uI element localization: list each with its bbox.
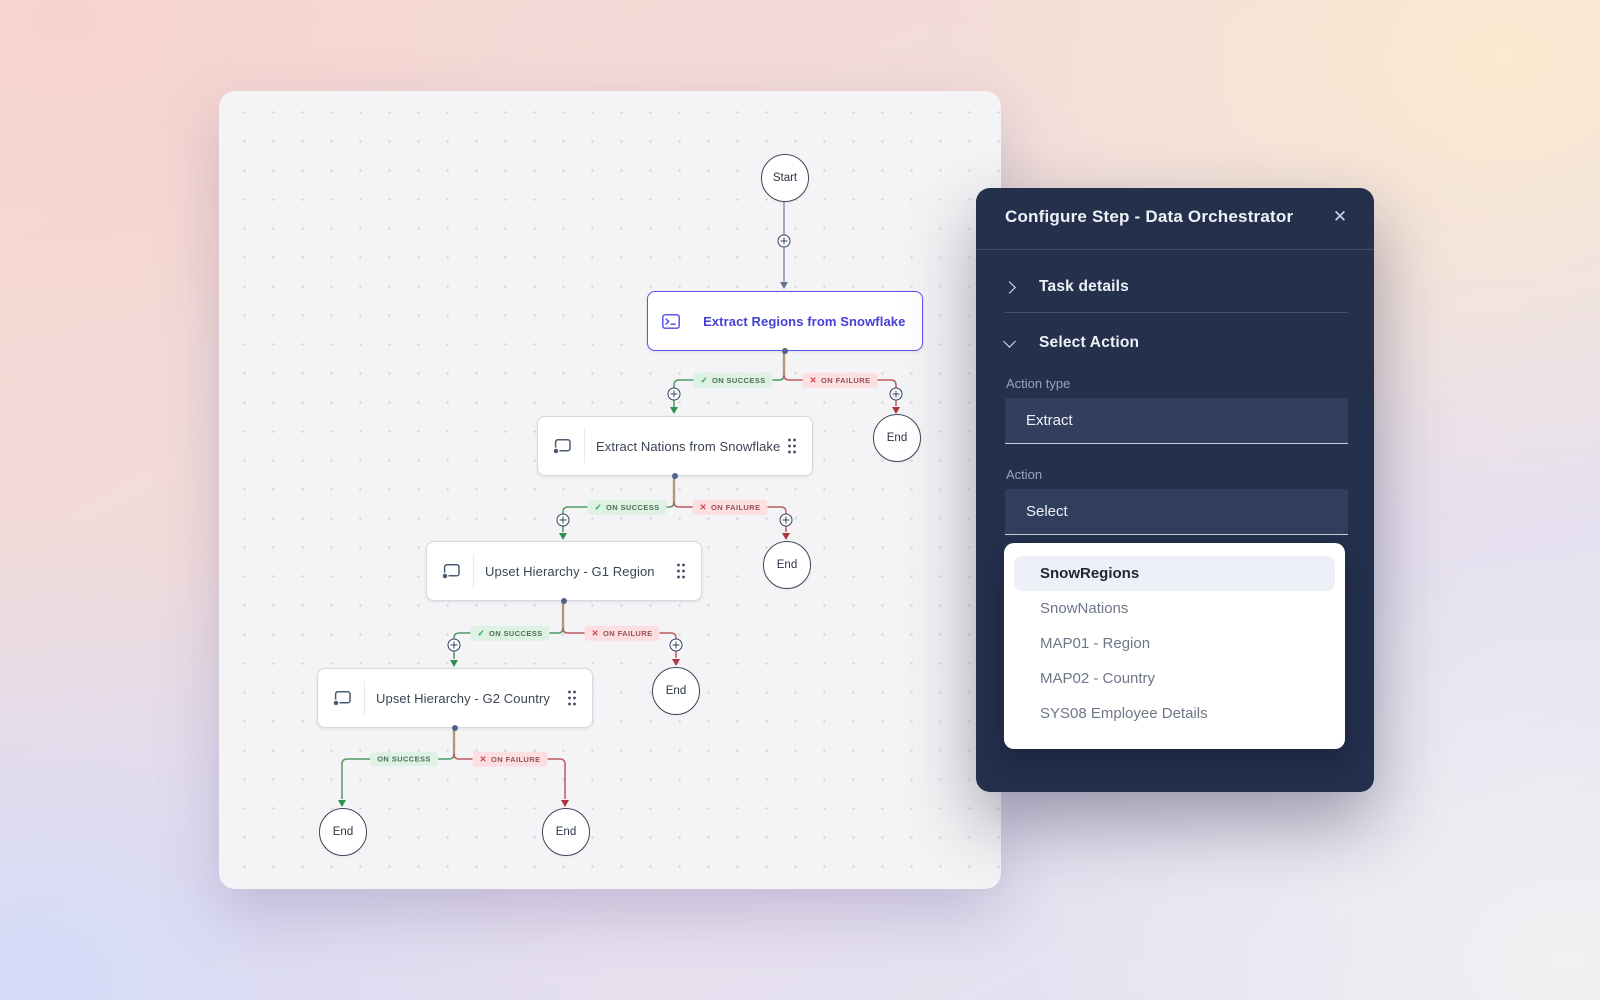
on-failure-label: ✕ ON FAILURE: [802, 372, 878, 388]
section-label: Select Action: [1039, 334, 1140, 351]
action-select[interactable]: Select: [1005, 489, 1348, 535]
workflow-node-upset-g2[interactable]: Upset Hierarchy - G2 Country: [317, 668, 593, 728]
task-icon: [441, 563, 461, 580]
drag-handle-icon[interactable]: [567, 689, 576, 707]
close-icon[interactable]: ✕: [1332, 207, 1348, 226]
action-value: Select: [1026, 503, 1068, 520]
chevron-down-icon: [1003, 334, 1016, 348]
on-failure-label: ✕ ON FAILURE: [472, 751, 548, 767]
end-node[interactable]: End: [652, 667, 700, 715]
on-failure-label: ✕ ON FAILURE: [584, 625, 660, 641]
on-success-label: ON SUCCESS: [370, 752, 438, 766]
panel-title: Configure Step - Data Orchestrator: [1005, 207, 1294, 226]
workflow-node-extract-regions[interactable]: Extract Regions from Snowflake: [647, 291, 923, 351]
dropdown-item-sys08-employee-details[interactable]: SYS08 Employee Details: [1040, 705, 1208, 722]
node-divider: [584, 429, 585, 463]
dropdown-item-map02-country[interactable]: MAP02 - Country: [1040, 670, 1156, 687]
chevron-right-icon: [1003, 280, 1016, 294]
action-type-value: Extract: [1026, 412, 1073, 429]
action-dropdown: SnowRegions SnowNations MAP01 - Region M…: [1004, 543, 1345, 749]
drag-handle-icon[interactable]: [905, 312, 906, 330]
dropdown-item-snowregions[interactable]: SnowRegions: [1014, 556, 1335, 591]
end-node[interactable]: End: [319, 808, 367, 856]
end-node-label: End: [665, 685, 687, 697]
node-label: Extract Regions from Snowflake: [703, 313, 906, 329]
end-node-label: End: [886, 432, 908, 444]
node-label: Upset Hierarchy - G1 Region: [485, 563, 655, 579]
panel-divider: [976, 249, 1374, 250]
add-step-plus-icon[interactable]: [777, 234, 791, 248]
workflow-node-extract-nations[interactable]: Extract Nations from Snowflake: [537, 416, 813, 476]
action-type-label: Action type: [1006, 376, 1071, 391]
workflow-edges: [338, 200, 900, 807]
dropdown-item-map01-region[interactable]: MAP01 - Region: [1040, 635, 1151, 652]
cross-icon: ✕: [591, 627, 600, 638]
on-success-label: ✓ ON SUCCESS: [470, 625, 550, 641]
node-divider: [364, 681, 365, 715]
section-select-action[interactable]: Select Action: [1003, 334, 1140, 352]
end-node[interactable]: End: [873, 414, 921, 462]
end-node[interactable]: End: [763, 541, 811, 589]
add-step-plus-icon[interactable]: [556, 513, 570, 527]
add-step-plus-icon[interactable]: [447, 638, 461, 652]
node-divider: [473, 554, 474, 588]
end-node[interactable]: End: [542, 808, 590, 856]
on-failure-label: ✕ ON FAILURE: [692, 499, 768, 515]
check-icon: ✓: [700, 374, 708, 385]
action-type-select[interactable]: Extract: [1005, 398, 1348, 444]
end-node-label: End: [332, 826, 354, 838]
workflow-canvas[interactable]: Start End End End End End: [219, 91, 1001, 889]
cross-icon: ✕: [479, 753, 488, 764]
check-icon: ✓: [477, 627, 485, 638]
node-label: Extract Nations from Snowflake: [596, 438, 781, 454]
task-icon: [552, 438, 572, 455]
check-icon: ✓: [594, 501, 602, 512]
add-step-plus-icon[interactable]: [889, 387, 903, 401]
workflow-node-upset-g1[interactable]: Upset Hierarchy - G1 Region: [426, 541, 702, 601]
section-task-details[interactable]: Task details: [1003, 278, 1129, 296]
end-node-label: End: [555, 826, 577, 838]
action-label: Action: [1006, 467, 1043, 482]
start-node[interactable]: Start: [761, 154, 809, 202]
drag-handle-icon[interactable]: [676, 562, 685, 580]
section-divider: [1005, 312, 1348, 313]
on-success-label: ✓ ON SUCCESS: [587, 499, 667, 515]
end-node-label: End: [776, 559, 798, 571]
cross-icon: ✕: [699, 501, 708, 512]
dropdown-item-snownations[interactable]: SnowNations: [1040, 600, 1129, 617]
add-step-plus-icon[interactable]: [669, 638, 683, 652]
cross-icon: ✕: [809, 374, 818, 385]
on-success-label: ✓ ON SUCCESS: [693, 372, 773, 388]
section-label: Task details: [1039, 278, 1129, 295]
add-step-plus-icon[interactable]: [779, 513, 793, 527]
task-icon: [332, 690, 352, 707]
configure-step-panel: Configure Step - Data Orchestrator ✕ Tas…: [976, 188, 1374, 792]
terminal-icon: [662, 313, 680, 329]
node-label: Upset Hierarchy - G2 Country: [376, 690, 551, 706]
start-node-label: Start: [772, 172, 798, 184]
add-step-plus-icon[interactable]: [667, 387, 681, 401]
drag-handle-icon[interactable]: [787, 437, 796, 455]
